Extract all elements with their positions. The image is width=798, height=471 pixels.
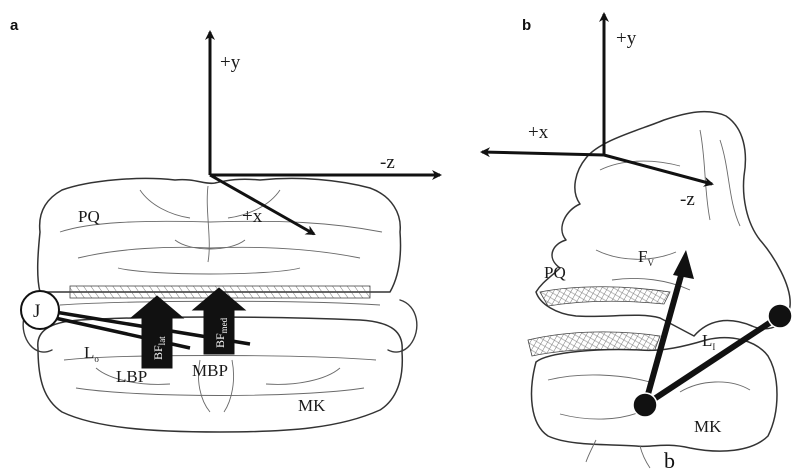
svg-text:LI: LI [702, 331, 715, 352]
mk-label-b: MK [694, 417, 722, 436]
axis-x-b [482, 152, 604, 155]
axis-x-label-b: +x [528, 122, 549, 143]
li-sub: I [712, 342, 715, 352]
bf-lat-label: BF [151, 345, 165, 360]
mbp-label: MBP [192, 361, 228, 380]
pq-label-a: PQ [78, 207, 100, 226]
meckels-cartilage-outline-b [532, 338, 777, 451]
axis-y-label-a: +y [220, 52, 241, 73]
axis-z-label-a: -z [380, 152, 395, 173]
bottom-label-b: b [664, 448, 675, 471]
axis-x-label-a: +x [242, 206, 263, 227]
mk-label-a: MK [298, 396, 326, 415]
lo-label-a: L [84, 343, 94, 362]
axis-z-label-b: -z [680, 189, 695, 210]
insertion-point-b [768, 304, 792, 328]
skull-drawing-b [528, 112, 790, 468]
panel-b-letter: b [522, 17, 531, 34]
lo-sub-a: o [94, 354, 99, 364]
lbp-label: LBP [116, 367, 147, 386]
panel-a-letter: a [10, 17, 19, 34]
joint-label-a: J [33, 301, 40, 322]
li-label: L [702, 331, 712, 350]
panel-a: a [10, 17, 440, 432]
bf-lat-sub: lat [157, 336, 167, 345]
fv-sub: V [647, 258, 654, 268]
fv-label: F [638, 247, 647, 266]
palatoquadrate-outline-a [38, 178, 401, 292]
bf-med-sub: med [219, 317, 229, 333]
bf-med-label: BF [213, 333, 227, 348]
pivot-point-b [633, 393, 657, 417]
pq-label-b: PQ [544, 263, 566, 282]
panel-b: b +y +x -z [482, 14, 792, 471]
axis-y-label-b: +y [616, 28, 637, 49]
